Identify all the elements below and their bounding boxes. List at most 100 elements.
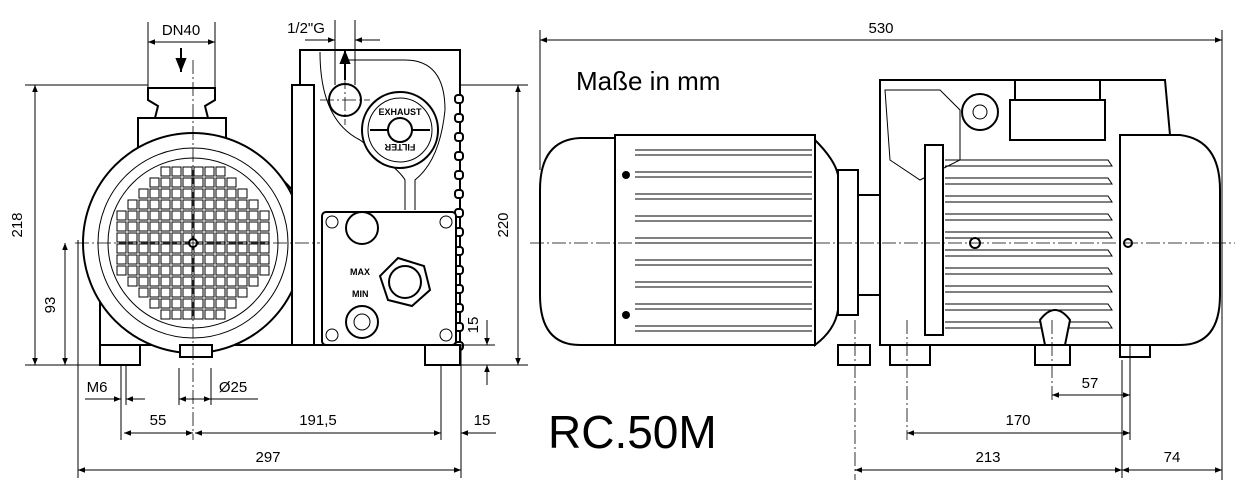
- grille-cell: [171, 243, 182, 254]
- grille-cell: [204, 210, 215, 221]
- grille-cell: [259, 210, 270, 221]
- grille-cell: [127, 210, 138, 221]
- grille-cell: [248, 265, 259, 276]
- grille-cell: [193, 265, 204, 276]
- grille-cell: [248, 199, 259, 210]
- grille-cell: [116, 210, 127, 221]
- grille-cell: [226, 276, 237, 287]
- grille-cell: [160, 309, 171, 320]
- grille-cell: [248, 210, 259, 221]
- grille-cell: [171, 177, 182, 188]
- grille-cell: [193, 210, 204, 221]
- grille-cell: [226, 210, 237, 221]
- dim-offset-left: 55: [150, 412, 167, 429]
- grille-cell: [215, 177, 226, 188]
- foot: [889, 344, 931, 366]
- fin: [945, 231, 1113, 239]
- grille-cell: [171, 265, 182, 276]
- grille-cell: [204, 232, 215, 243]
- grille-cell: [149, 254, 160, 265]
- grille-cell: [259, 232, 270, 243]
- grille-cell: [149, 199, 160, 210]
- fin: [454, 132, 464, 142]
- grille-cell: [138, 188, 149, 199]
- fin: [945, 321, 1113, 329]
- grille-cell: [259, 265, 270, 276]
- grille-cell: [204, 166, 215, 177]
- fin: [945, 249, 1113, 257]
- grille-cell: [138, 243, 149, 254]
- grille-cell: [193, 232, 204, 243]
- grille-cell: [215, 221, 226, 232]
- grille-cell: [160, 177, 171, 188]
- grille-cell: [237, 276, 248, 287]
- grille-cell: [193, 188, 204, 199]
- grille-cell: [226, 287, 237, 298]
- grille-cell: [248, 232, 259, 243]
- oil-min-label: MIN: [352, 289, 369, 299]
- grille-cell: [226, 188, 237, 199]
- front-view: EXHAUST FILTER MAX MIN: [75, 49, 464, 440]
- grille-cell: [248, 221, 259, 232]
- front-dimensions: DN40 1/2"G 218 93 220 15 M6 Ø25 55: [9, 20, 528, 478]
- grille-cell: [160, 210, 171, 221]
- fin: [945, 159, 1113, 167]
- grille-cell: [226, 243, 237, 254]
- grille-cell: [182, 166, 193, 177]
- grille-cell: [237, 188, 248, 199]
- grille-cell: [138, 276, 149, 287]
- grille-cell: [193, 166, 204, 177]
- grille-cell: [160, 232, 171, 243]
- fin: [945, 303, 1113, 311]
- grille-cell: [193, 298, 204, 309]
- grille-cell: [259, 243, 270, 254]
- grille-cell: [149, 298, 160, 309]
- foot: [99, 344, 141, 366]
- grille-cell: [149, 243, 160, 254]
- filter-label-top: EXHAUST: [378, 107, 422, 117]
- fan-grille: [116, 166, 270, 320]
- grille-cell: [204, 188, 215, 199]
- grille-cell: [248, 276, 259, 287]
- grille-cell: [171, 166, 182, 177]
- grille-cell: [182, 210, 193, 221]
- grille-cell: [215, 309, 226, 320]
- grille-cell: [182, 309, 193, 320]
- grille-cell: [127, 254, 138, 265]
- grille-cell: [226, 298, 237, 309]
- grille-cell: [138, 199, 149, 210]
- grille-cell: [160, 188, 171, 199]
- grille-cell: [149, 188, 160, 199]
- grille-cell: [171, 298, 182, 309]
- motor-body: [614, 134, 816, 346]
- side-dimensions: 530 57 170 213 74: [539, 20, 1223, 480]
- grille-cell: [215, 243, 226, 254]
- grille-cell: [237, 265, 248, 276]
- fin: [454, 151, 464, 161]
- foot: [1034, 344, 1071, 366]
- grille-cell: [171, 254, 182, 265]
- exhaust-filter-cap: EXHAUST FILTER: [361, 91, 439, 169]
- grille-cell: [204, 254, 215, 265]
- fin: [945, 285, 1113, 293]
- grille-cell: [127, 232, 138, 243]
- dim-offset-right: 15: [474, 412, 491, 429]
- grille-cell: [149, 232, 160, 243]
- dim-foot-spacing: 191,5: [299, 412, 337, 429]
- fin: [454, 189, 464, 199]
- dim-inlet: DN40: [162, 22, 200, 39]
- grille-cell: [171, 199, 182, 210]
- grille-cell: [215, 254, 226, 265]
- dim-width-total: 297: [255, 449, 280, 466]
- grille-cell: [149, 276, 160, 287]
- grille-cell: [171, 210, 182, 221]
- grille-cell: [204, 177, 215, 188]
- dim-height-body: 220: [495, 212, 512, 237]
- grille-cell: [171, 221, 182, 232]
- grille-cell: [193, 309, 204, 320]
- grille-cell: [215, 298, 226, 309]
- side-view: [530, 79, 1235, 480]
- grille-cell: [127, 221, 138, 232]
- dim-pump-length: 213: [975, 449, 1000, 466]
- oil-fill-plug: [345, 211, 379, 245]
